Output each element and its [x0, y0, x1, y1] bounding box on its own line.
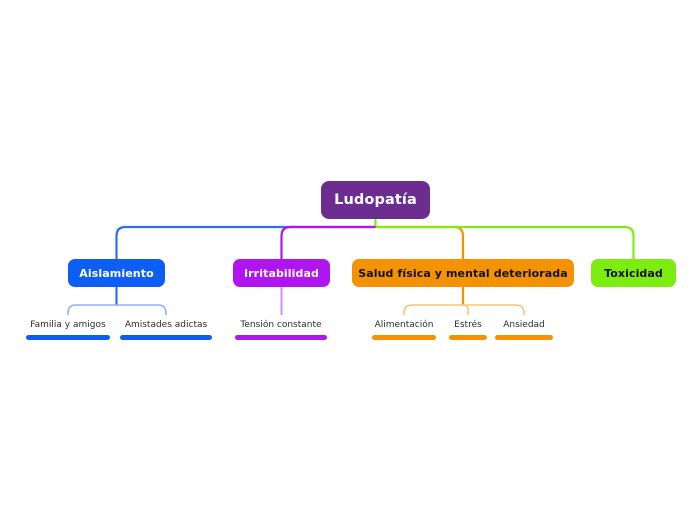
leaf-node[interactable]: Estrés [449, 321, 487, 340]
connector-path [116, 304, 167, 315]
leaf-node-underline [26, 335, 110, 340]
leaf-node-label: Amistades adictas [124, 320, 208, 330]
leaf-node[interactable]: Ansiedad [495, 321, 553, 340]
leaf-node[interactable]: Tensión constante [235, 321, 327, 340]
connector-path [375, 225, 465, 259]
branch-node-salud[interactable]: Salud física y mental deteriorada [352, 259, 574, 287]
connector-path [67, 304, 117, 315]
leaf-node-label: Tensión constante [240, 320, 322, 330]
leaf-node-underline [372, 335, 436, 340]
branch-node-label: Aislamiento [79, 266, 154, 280]
leaf-node-label: Ansiedad [503, 320, 545, 330]
connector-path [462, 304, 469, 315]
leaf-node-underline [449, 335, 487, 340]
leaf-node-label: Familia y amigos [30, 320, 106, 330]
leaf-node[interactable]: Alimentación [372, 321, 436, 340]
branch-node-irritabilidad[interactable]: Irritabilidad [233, 259, 330, 287]
leaf-node[interactable]: Amistades adictas [120, 321, 212, 340]
leaf-node-underline [120, 335, 212, 340]
leaf-node-label: Estrés [454, 320, 482, 330]
connector-path [403, 304, 463, 315]
root-node-label: Ludopatía [334, 191, 417, 208]
branch-node-toxicidad[interactable]: Toxicidad [591, 259, 676, 287]
connector-path [280, 225, 376, 259]
branch-node-label: Salud física y mental deteriorada [358, 266, 568, 280]
branch-node-label: Irritabilidad [243, 266, 320, 280]
connector-path [115, 225, 376, 259]
leaf-node[interactable]: Familia y amigos [26, 321, 110, 340]
connector-path [375, 225, 635, 259]
leaf-node-underline [235, 335, 327, 340]
leaf-node-label: Alimentación [374, 320, 434, 330]
branch-node-label: Toxicidad [604, 266, 663, 280]
branch-node-aislamiento[interactable]: Aislamiento [68, 259, 165, 287]
connector-path [463, 304, 525, 315]
leaf-node-underline [495, 335, 553, 340]
root-node-ludopatia[interactable]: Ludopatía [321, 181, 430, 219]
